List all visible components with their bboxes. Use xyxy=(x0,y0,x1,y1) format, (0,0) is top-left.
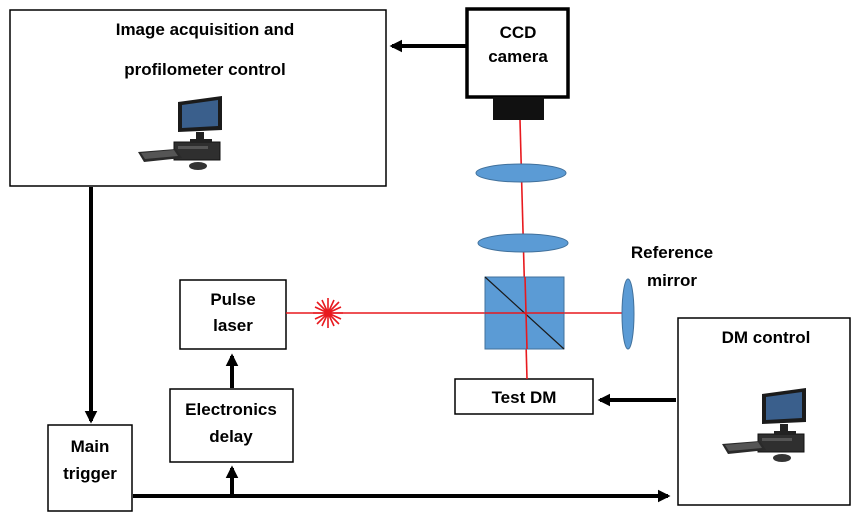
image-acquisition-box: Image acquisition and profilometer contr… xyxy=(9,9,387,187)
ccd-camera-label-line1: CCD xyxy=(500,23,537,42)
test-dm-label: Test DM xyxy=(492,388,557,407)
main-trigger-label-line1: Main xyxy=(71,437,110,456)
beam-splitter-icon xyxy=(484,276,565,350)
ccd-camera-box: CCD camera xyxy=(465,7,570,120)
dm-control-label: DM control xyxy=(722,328,811,347)
main-trigger-label-line2: trigger xyxy=(63,464,117,483)
ccd-camera-label-line2: camera xyxy=(488,47,548,66)
electronics-delay-label-line2: delay xyxy=(209,427,253,446)
reference-mirror-icon xyxy=(621,278,635,350)
pulse-laser-box: Pulse laser xyxy=(179,279,287,350)
reference-mirror-label-line2: mirror xyxy=(647,271,697,290)
laser-starburst-icon xyxy=(313,298,343,328)
dm-control-box: DM control xyxy=(677,317,851,506)
electronics-delay-label-line1: Electronics xyxy=(185,400,277,419)
image-acquisition-title-line2: profilometer control xyxy=(124,60,286,79)
upper-lens-icon xyxy=(475,163,567,183)
electronics-delay-box: Electronics delay xyxy=(169,388,294,463)
image-acquisition-title-line1: Image acquisition and xyxy=(116,20,295,39)
test-dm-box: Test DM xyxy=(454,378,594,415)
camera-lens-mount xyxy=(493,97,544,120)
reference-mirror-label-line1: Reference xyxy=(631,243,713,262)
lower-lens-icon xyxy=(477,233,569,253)
main-trigger-box: Main trigger xyxy=(47,424,133,512)
pulse-laser-label-line1: Pulse xyxy=(210,290,255,309)
pulse-laser-label-line2: laser xyxy=(213,316,253,335)
